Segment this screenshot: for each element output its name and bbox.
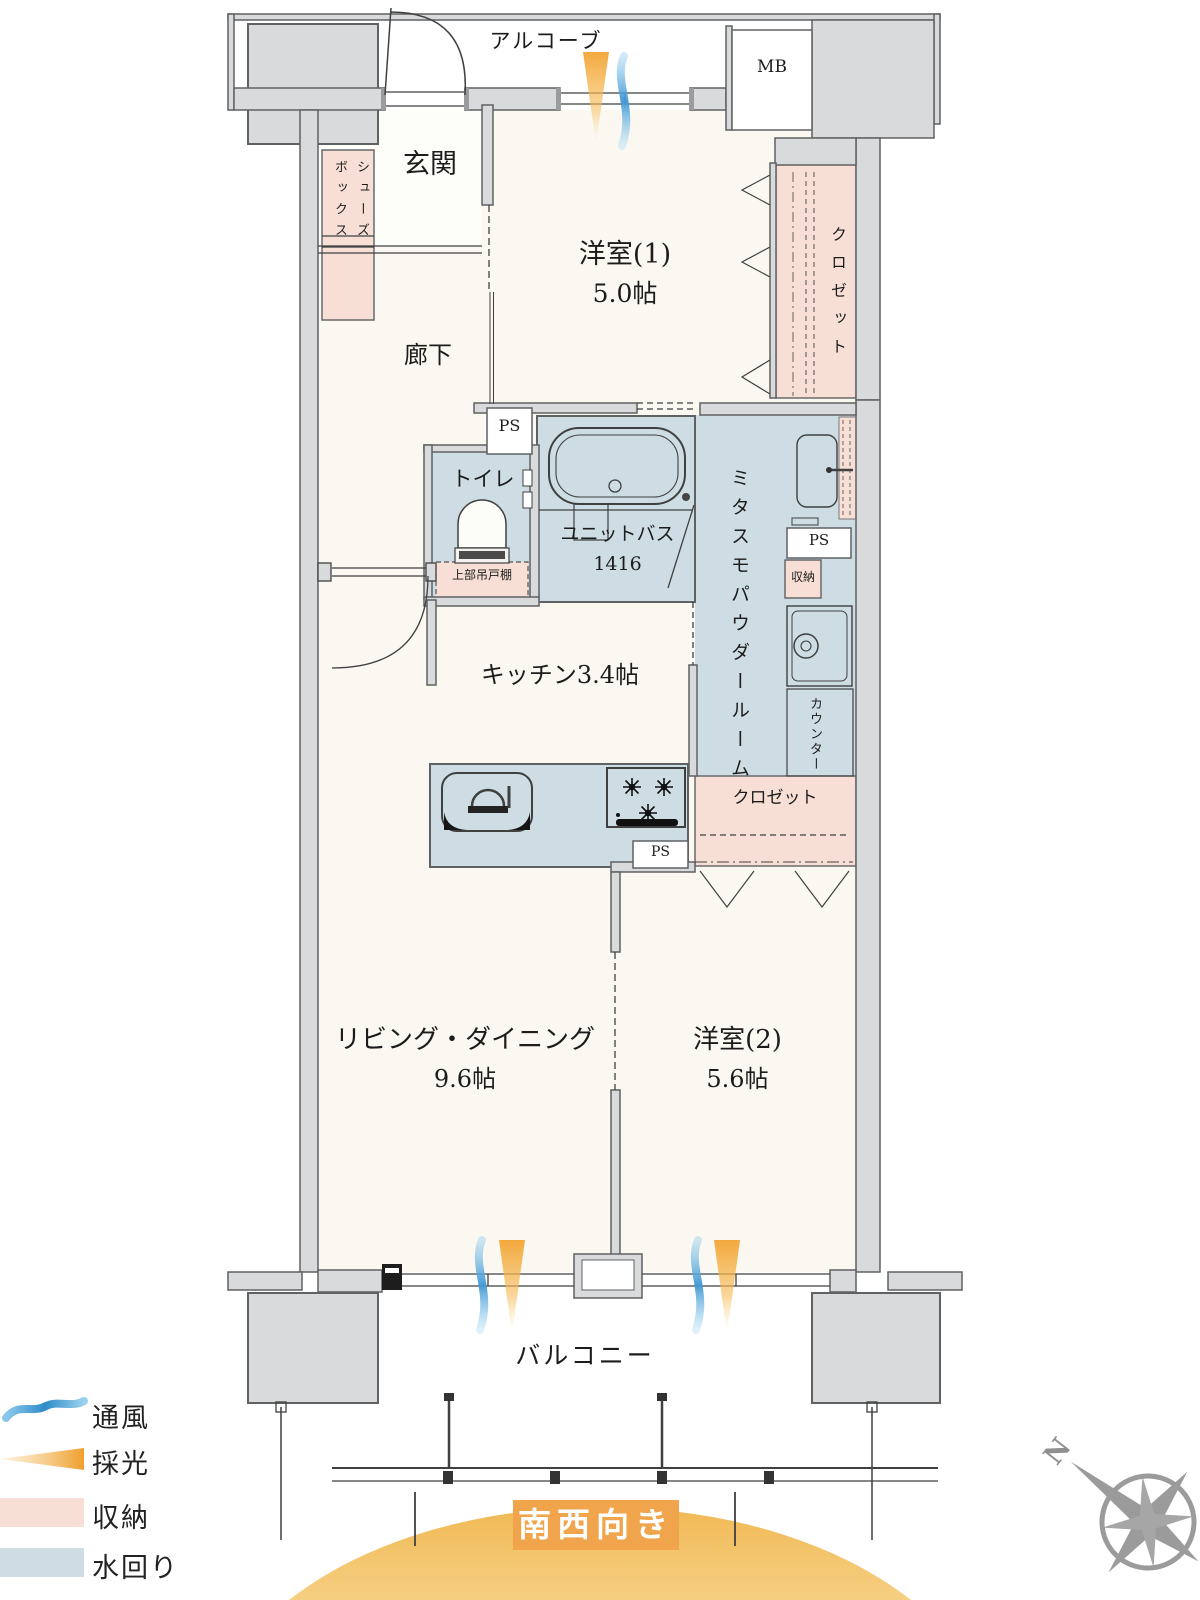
room1-name: 洋室(1)	[578, 239, 672, 270]
walls	[227, 13, 963, 1404]
balcony-railing	[275, 1393, 938, 1546]
unit-bath-size: 1416	[593, 553, 642, 575]
basin-counter-strip	[838, 416, 857, 520]
daylight-ray-icon	[583, 52, 609, 144]
service-boxes	[486, 29, 852, 1291]
closet2-label: クロゼット	[732, 788, 818, 808]
living-size: 9.6帖	[433, 1065, 497, 1093]
kitchen-label: キッチン3.4帖	[480, 661, 640, 689]
wind-wave-icon	[690, 1236, 705, 1334]
line-work	[275, 7, 938, 1546]
pipe-space-2-label: PS	[808, 531, 830, 549]
upper-cabinet-label: 上部吊戸棚	[451, 568, 512, 582]
legend-water-label: 水回り	[92, 1553, 179, 1584]
laundry-pan	[786, 605, 853, 687]
daylight-ray-icon	[714, 1240, 740, 1334]
pipe-space-2	[786, 527, 852, 559]
bath-door	[667, 504, 695, 589]
corridor-door-arc	[331, 575, 429, 669]
room2-name: 洋室(2)	[693, 1025, 782, 1055]
toilet-label: トイレ	[451, 467, 515, 491]
wash-basin	[791, 434, 853, 526]
pipe-space-1-label: PS	[498, 416, 521, 435]
shoe-box	[321, 149, 375, 321]
toilet-fixture	[454, 469, 533, 564]
daylight-ray-icon	[499, 1240, 525, 1334]
ventilation-arrows	[474, 52, 705, 1334]
legend-daylight-label: 採光	[92, 1449, 150, 1480]
stove	[606, 767, 686, 828]
upper-cabinet-area	[435, 561, 529, 599]
orientation-badge: 南西向き	[513, 1500, 679, 1550]
pipe-space-3	[632, 840, 689, 869]
room2-size: 5.6帖	[706, 1065, 769, 1093]
floor-unit-bath	[536, 415, 696, 603]
legend-ventilation-label: 通風	[92, 1403, 150, 1434]
bathtub	[548, 427, 690, 541]
closet2-area	[694, 775, 857, 867]
compass-north-label: N	[1038, 1432, 1078, 1471]
entrance-label: 玄関	[403, 149, 457, 180]
pipe-space-1	[486, 407, 533, 455]
balcony-label: バルコニー	[515, 1341, 655, 1370]
wind-wave-icon	[616, 52, 631, 150]
meter-box-label: MB	[757, 57, 787, 77]
wind-wave-icon	[2, 1397, 88, 1422]
unit-bath-name: ユニットバス	[560, 523, 675, 545]
daylight-arrows	[499, 52, 740, 1334]
floors	[318, 110, 857, 1272]
legend-storage-label: 収納	[92, 1503, 150, 1534]
closet2-folding-doors	[699, 870, 850, 908]
sun-glow	[289, 1507, 911, 1600]
counter-label: カウンター	[807, 697, 822, 772]
pillar-top-right	[811, 19, 935, 139]
legend-water-swatch	[0, 1548, 84, 1577]
kitchen-sink	[441, 772, 533, 832]
storage-box	[784, 559, 822, 599]
wind-wave-icon	[474, 1236, 489, 1334]
counter-area	[786, 688, 854, 777]
light-ray-icon	[0, 1448, 84, 1470]
closet1-label: クロゼット	[828, 226, 847, 366]
pipe-space-3-label: PS	[650, 844, 670, 860]
alcove-label: アルコーブ	[489, 29, 603, 53]
closet1-folding-doors	[740, 174, 771, 395]
compass-rose-icon: N	[1038, 1432, 1199, 1573]
meter-box	[731, 29, 813, 131]
entrance-door-arc	[384, 7, 467, 96]
living-name: リビング・ダイニング	[334, 1025, 595, 1055]
storage-label: 収納	[790, 570, 815, 584]
legend-storage-swatch	[0, 1498, 84, 1527]
powder-room-label: ミタスモパウダールーム	[728, 468, 750, 787]
pillar-bottom-left	[247, 1292, 379, 1404]
room1-size: 5.0帖	[592, 279, 658, 308]
pillar-bottom-right	[811, 1292, 941, 1404]
floor-powder-room	[695, 415, 856, 776]
shoe-box-label: シューズボックス	[331, 160, 369, 244]
corridor-label: 廊下	[404, 341, 452, 369]
